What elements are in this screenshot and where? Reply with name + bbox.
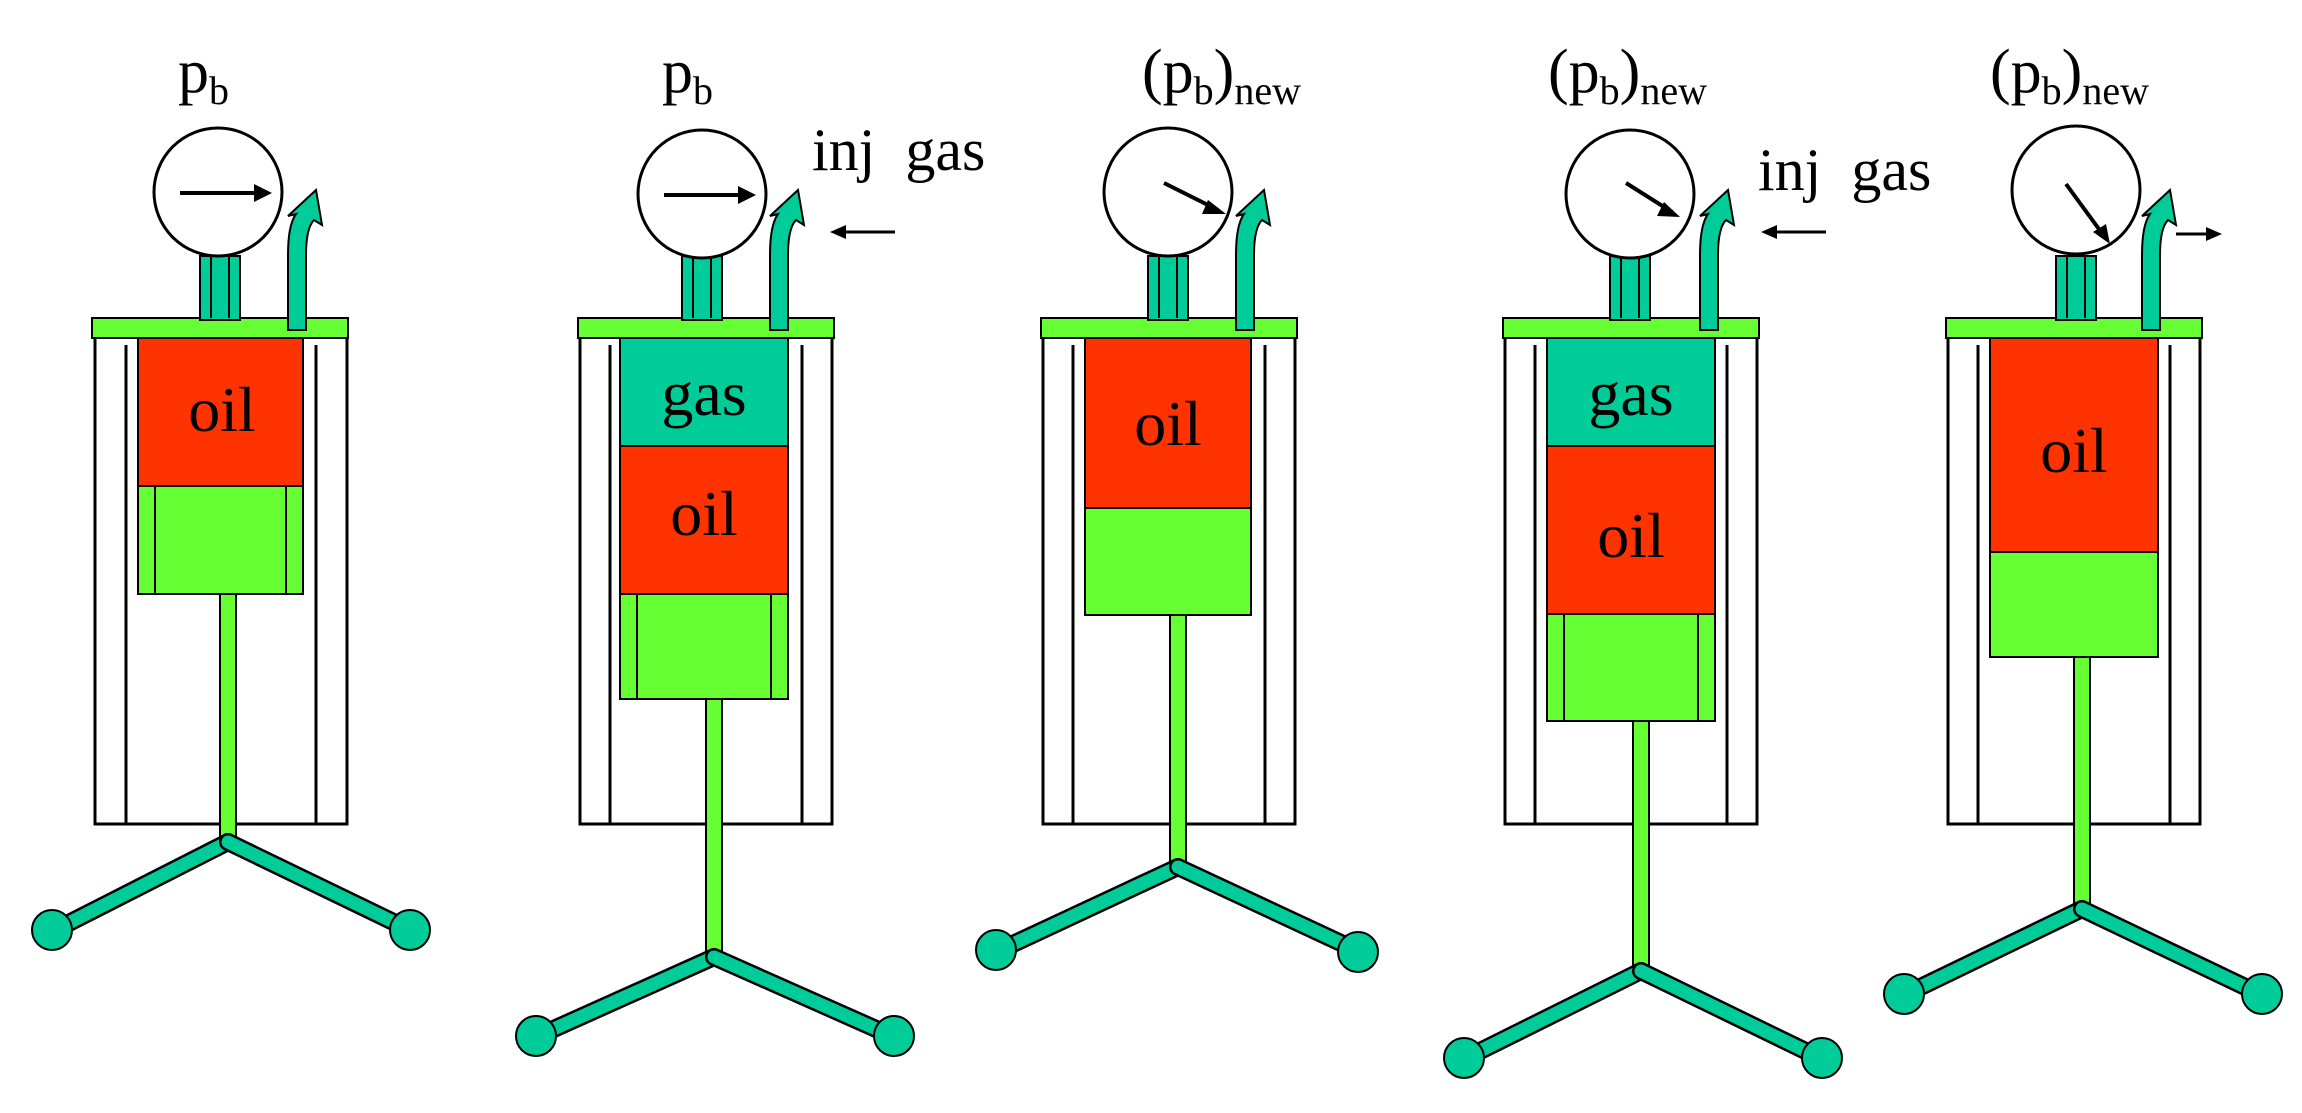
piston <box>1989 551 2159 658</box>
oil-label: oil <box>1597 500 1665 571</box>
oil-layer <box>1989 337 2159 553</box>
piston-rod <box>705 698 723 958</box>
arrow-down-right-icon <box>1163 181 1226 214</box>
stand <box>1883 900 2283 1015</box>
piston <box>137 485 304 595</box>
pressure-label: pb <box>662 38 713 113</box>
oil-layer <box>1546 445 1716 615</box>
oil-label: oil <box>1134 388 1202 459</box>
injection-label: inj gas <box>1758 137 1931 203</box>
oil-layer <box>1084 337 1252 509</box>
pressure-label: (pb)new <box>1548 38 1707 113</box>
piston-rod <box>1632 720 1650 972</box>
pvt-cell-4: inj gas gas oil (pb)new <box>1443 38 1931 1079</box>
gas-label: gas <box>1588 358 1673 429</box>
gas-layer <box>1546 337 1716 447</box>
valve-tube <box>1699 188 1736 331</box>
valve-tube <box>769 188 806 331</box>
pressure-label: (pb)new <box>1142 38 1301 113</box>
pressure-gauge <box>2010 124 2142 256</box>
pressure-gauge <box>1102 126 1234 258</box>
stand <box>975 858 1379 973</box>
stand <box>31 833 431 951</box>
piston <box>1084 507 1252 616</box>
piston <box>619 593 789 700</box>
valve-tube <box>1235 188 1272 331</box>
gauge-stem <box>1609 255 1651 321</box>
oil-label: oil <box>188 374 256 445</box>
oil-label: oil <box>670 478 738 549</box>
pvt-cell-1: oil pb <box>31 38 431 951</box>
piston-rod <box>2073 656 2091 910</box>
pvt-cell-2: inj gas gas oil pb <box>515 38 985 1057</box>
pressure-gauge <box>1564 128 1696 260</box>
oil-layer <box>137 337 304 487</box>
gauge-stem <box>1147 255 1189 321</box>
valve-tube <box>287 188 324 331</box>
valve-tube <box>2141 188 2178 331</box>
arrow-right-icon <box>180 184 272 202</box>
piston <box>1546 613 1716 722</box>
pressure-label: pb <box>178 38 229 113</box>
gauge-stem <box>2055 255 2097 321</box>
injection-arrow-icon <box>1761 225 1826 239</box>
pressure-label: (pb)new <box>1990 38 2149 113</box>
gas-layer <box>619 337 789 447</box>
piston-rod <box>1169 614 1187 868</box>
gauge-stem <box>199 255 241 321</box>
oil-label: oil <box>2040 415 2108 486</box>
stand <box>1443 962 1843 1079</box>
arrow-down-right-icon <box>1624 181 1680 217</box>
injection-arrow-icon <box>830 225 895 239</box>
piston-rod <box>219 593 237 843</box>
gauge-stem <box>681 255 723 321</box>
stand <box>515 948 915 1057</box>
injection-label: inj gas <box>812 117 985 183</box>
pvt-cell-5: oil (pb)new <box>1883 38 2283 1015</box>
gas-label: gas <box>661 358 746 429</box>
arrow-down-steep-icon <box>2064 182 2110 244</box>
arrow-right-icon <box>664 186 756 204</box>
outflow-arrow-icon <box>2176 227 2222 241</box>
pvt-cell-3: oil (pb)new <box>975 38 1379 973</box>
